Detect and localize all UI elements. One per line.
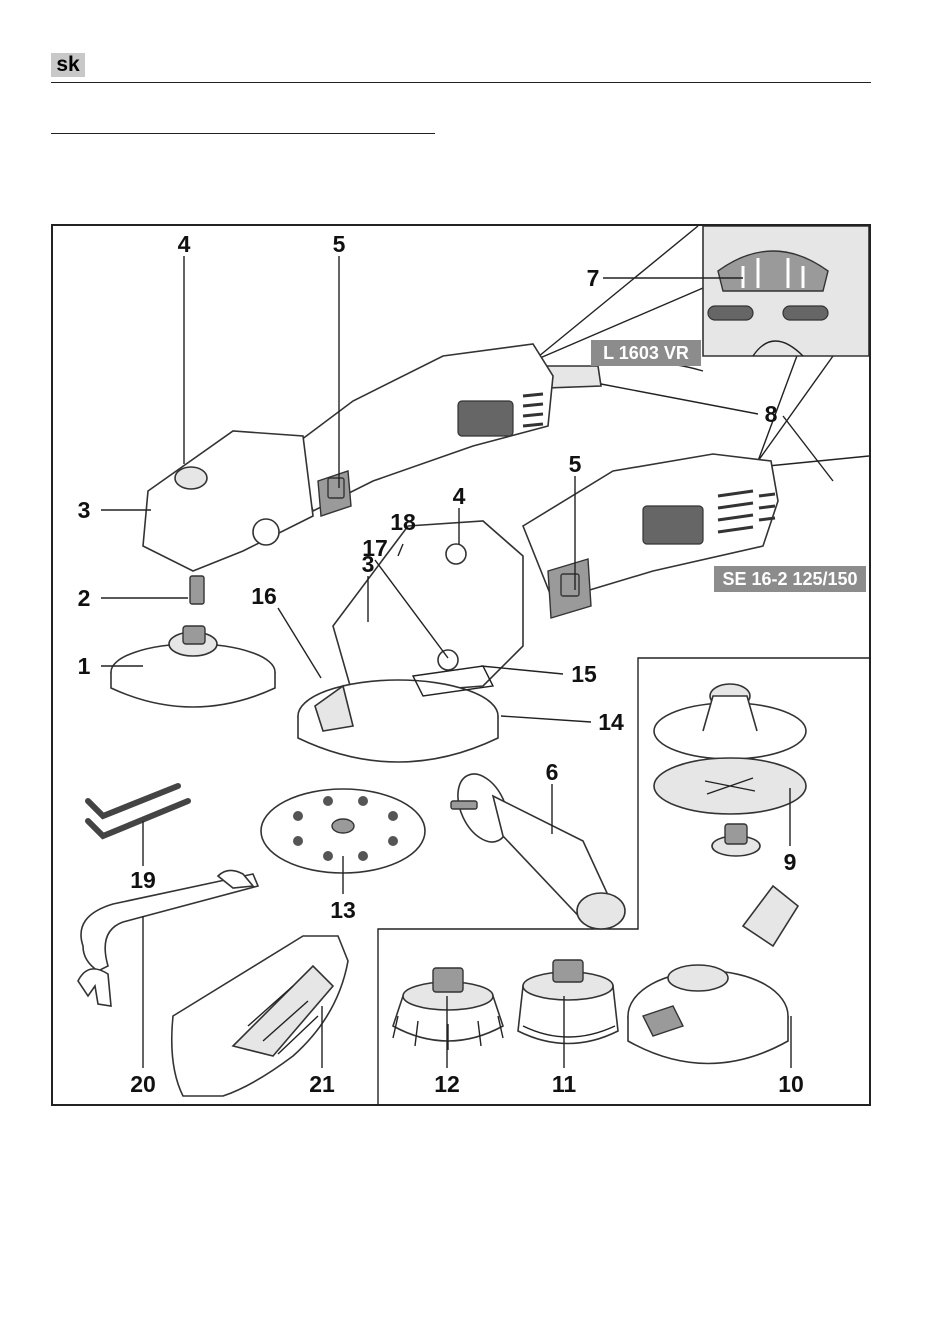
- illustration-canvas: L 1603 VR SE 16-2 125/150 4 5 7 3 8 5 4 …: [53, 226, 869, 1104]
- language-badge: sk: [51, 53, 85, 77]
- callout-number: 16: [251, 583, 277, 609]
- part-10-extraction-hood: [628, 886, 798, 1064]
- part-19-hex-keys: [88, 786, 188, 836]
- callout-number: 3: [78, 497, 91, 523]
- part-12-bevel-brush: [393, 968, 503, 1050]
- callout-number: 11: [552, 1071, 577, 1097]
- parts-illustration: L 1603 VR SE 16-2 125/150 4 5 7 3 8 5 4 …: [51, 224, 871, 1106]
- callout-number: 21: [309, 1071, 335, 1097]
- callout-number: 12: [434, 1071, 460, 1097]
- callout-number: 14: [598, 709, 624, 735]
- callout-number: 5: [569, 451, 582, 477]
- section-heading-rule: [51, 133, 435, 134]
- callout-number: 20: [130, 1071, 156, 1097]
- callout-number: 8: [765, 401, 778, 427]
- callout-number: 15: [571, 661, 597, 687]
- model-label-l1603vr: L 1603 VR: [603, 343, 689, 363]
- part-11-cup-brush: [518, 960, 618, 1044]
- callout-number: 10: [778, 1071, 804, 1097]
- callout-number: 3: [362, 551, 375, 577]
- callout-number: 1: [78, 653, 91, 679]
- callout-number: 13: [330, 897, 356, 923]
- callout-number: 7: [587, 265, 600, 291]
- callout-number: 5: [333, 231, 346, 257]
- callout-number: 19: [130, 867, 156, 893]
- part-6-side-handle: [448, 766, 625, 929]
- callout-number: 6: [546, 759, 559, 785]
- callout-number: 9: [784, 849, 797, 875]
- header-rule: [51, 82, 871, 83]
- callout-number: 4: [453, 483, 466, 509]
- callout-number: 4: [178, 231, 191, 257]
- callout-number: 2: [78, 585, 91, 611]
- callout-number: 18: [390, 509, 416, 535]
- model-label-se16-2: SE 16-2 125/150: [722, 569, 857, 589]
- part-9-flange-set: [654, 684, 806, 856]
